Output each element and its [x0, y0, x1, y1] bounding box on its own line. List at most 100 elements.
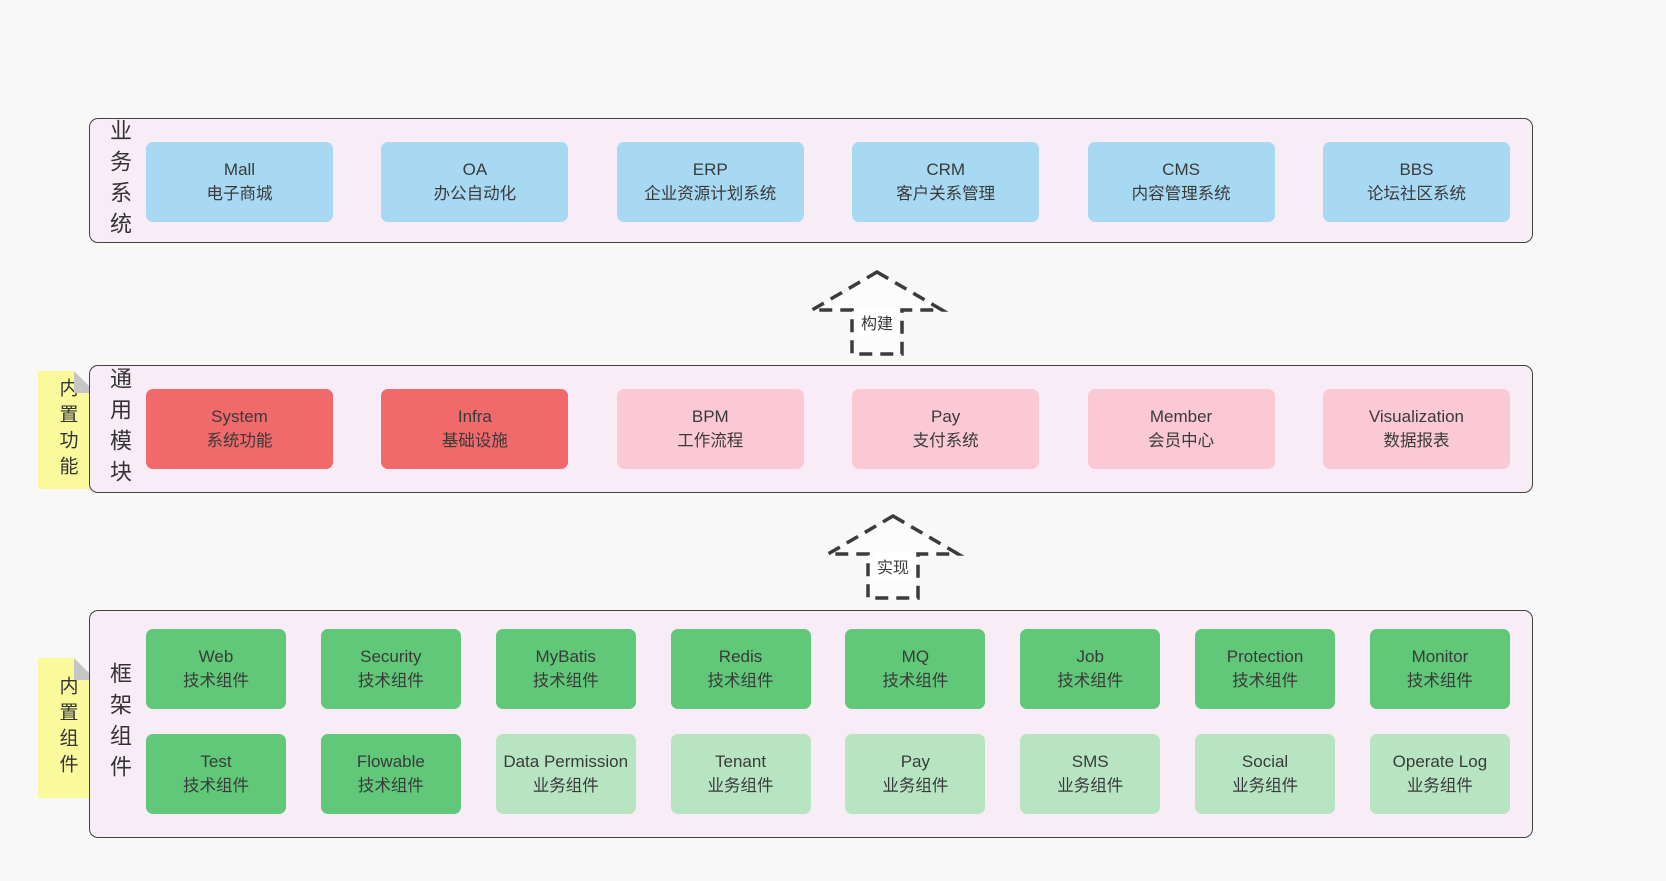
box-title: MQ — [901, 647, 930, 666]
box-infra: Infra 基础设施 — [381, 389, 569, 469]
box-web: Web 技术组件 — [146, 629, 286, 709]
box-protection: Protection 技术组件 — [1195, 629, 1336, 709]
box-title: Pay — [900, 752, 931, 771]
box-title: Member — [1149, 407, 1213, 426]
box-pay-business: Pay 业务组件 — [845, 734, 986, 814]
box-subtitle: 电子商城 — [206, 185, 273, 203]
layer-label-modules: 通用模块 — [107, 367, 132, 491]
box-title: Security — [360, 647, 422, 666]
box-subtitle: 论坛社区系统 — [1366, 185, 1466, 203]
box-title: Operate Log — [1392, 752, 1488, 771]
box-title: Monitor — [1411, 647, 1469, 666]
box-subtitle: 数据报表 — [1383, 432, 1450, 450]
box-tenant: Tenant 业务组件 — [670, 734, 811, 814]
box-title: CRM — [926, 160, 966, 179]
box-subtitle: 业务组件 — [532, 777, 599, 795]
box-subtitle: 技术组件 — [183, 777, 249, 795]
box-subtitle: 支付系统 — [912, 432, 979, 450]
box-bbs: BBS 论坛社区系统 — [1322, 142, 1510, 222]
box-title: Test — [200, 752, 232, 771]
box-subtitle: 工作流程 — [677, 432, 744, 450]
box-title: Job — [1076, 647, 1104, 666]
box-subtitle: 基础设施 — [441, 432, 508, 450]
box-title: BBS — [1399, 160, 1434, 179]
box-title: CMS — [1162, 160, 1200, 179]
box-sms: SMS 业务组件 — [1020, 734, 1161, 814]
box-title: BPM — [691, 407, 729, 426]
box-subtitle: 会员中心 — [1148, 432, 1215, 450]
implement-arrow-label: 实现 — [873, 553, 913, 579]
box-social: Social 业务组件 — [1195, 734, 1336, 814]
sticky-label: 内置功能 — [56, 378, 78, 482]
box-title: Pay — [931, 407, 961, 426]
box-title: Visualization — [1368, 407, 1465, 426]
box-redis: Redis 技术组件 — [670, 629, 811, 709]
box-security: Security 技术组件 — [320, 629, 461, 709]
box-title: SMS — [1071, 752, 1109, 771]
box-subtitle: 业务组件 — [707, 777, 774, 795]
box-title: ERP — [692, 160, 728, 179]
box-cms: CMS 内容管理系统 — [1087, 142, 1275, 222]
box-subtitle: 技术组件 — [357, 672, 424, 690]
box-member: Member 会员中心 — [1087, 389, 1275, 469]
components-box-row-1: Web 技术组件 Security 技术组件 MyBatis 技术组件 Redi… — [146, 629, 1510, 709]
box-crm: CRM 客户关系管理 — [852, 142, 1040, 222]
business-box-row: Mall 电子商城 OA 办公自动化 ERP 企业资源计划系统 CRM 客户关系… — [146, 142, 1510, 222]
framework-components-panel: 框架组件 Web 技术组件 Security 技术组件 MyBatis 技术组件… — [89, 610, 1533, 838]
box-operate-log: Operate Log 业务组件 — [1369, 734, 1510, 814]
box-subtitle: 内容管理系统 — [1131, 185, 1231, 203]
box-subtitle: 业务组件 — [1406, 777, 1473, 795]
box-subtitle: 业务组件 — [1232, 777, 1299, 795]
box-title: Protection — [1226, 647, 1304, 666]
box-title: Social — [1241, 752, 1289, 771]
box-monitor: Monitor 技术组件 — [1369, 629, 1510, 709]
box-subtitle: 技术组件 — [882, 672, 949, 690]
box-subtitle: 业务组件 — [1057, 777, 1124, 795]
box-title: Data Permission — [503, 752, 629, 771]
box-mq: MQ 技术组件 — [845, 629, 986, 709]
sticky-label: 内置组件 — [56, 676, 78, 780]
box-mybatis: MyBatis 技术组件 — [495, 629, 636, 709]
box-subtitle: 技术组件 — [1232, 672, 1299, 690]
box-title: Redis — [718, 647, 763, 666]
box-subtitle: 技术组件 — [183, 672, 249, 690]
box-subtitle: 办公自动化 — [433, 185, 517, 203]
box-title: Web — [198, 647, 234, 666]
layer-label-business: 业务系统 — [107, 118, 132, 243]
box-pay: Pay 支付系统 — [852, 389, 1040, 469]
box-title: System — [211, 407, 268, 426]
box-subtitle: 企业资源计划系统 — [644, 185, 777, 203]
modules-box-row: System 系统功能 Infra 基础设施 BPM 工作流程 Pay 支付系统… — [146, 389, 1510, 469]
box-title: Flowable — [356, 752, 425, 771]
components-box-row-2: Test 技术组件 Flowable 技术组件 Data Permission … — [146, 734, 1510, 814]
sticky-note-builtin-components: 内置组件 — [38, 658, 96, 798]
box-subtitle: 技术组件 — [707, 672, 774, 690]
box-title: Tenant — [715, 752, 767, 771]
sticky-note-builtin-features: 内置功能 — [38, 371, 96, 489]
box-flowable: Flowable 技术组件 — [320, 734, 461, 814]
box-data-permission: Data Permission 业务组件 — [495, 734, 636, 814]
box-title: Mall — [223, 160, 256, 179]
box-subtitle: 业务组件 — [882, 777, 949, 795]
common-modules-panel: 通用模块 System 系统功能 Infra 基础设施 BPM 工作流程 Pay… — [89, 365, 1533, 493]
business-systems-panel: 业务系统 Mall 电子商城 OA 办公自动化 ERP 企业资源计划系统 CRM… — [89, 118, 1533, 243]
box-subtitle: 技术组件 — [532, 672, 599, 690]
box-erp: ERP 企业资源计划系统 — [616, 142, 804, 222]
box-visualization: Visualization 数据报表 — [1322, 389, 1510, 469]
implement-arrow: 实现 — [818, 512, 968, 604]
box-title: Infra — [457, 407, 492, 426]
build-arrow-label: 构建 — [857, 309, 897, 335]
box-mall: Mall 电子商城 — [146, 142, 333, 222]
layer-label-components: 框架组件 — [107, 662, 132, 786]
box-oa: OA 办公自动化 — [381, 142, 569, 222]
box-bpm: BPM 工作流程 — [616, 389, 804, 469]
box-subtitle: 客户关系管理 — [896, 185, 996, 203]
box-title: MyBatis — [535, 647, 596, 666]
build-arrow: 构建 — [802, 268, 952, 360]
box-subtitle: 技术组件 — [1406, 672, 1473, 690]
box-subtitle: 技术组件 — [1057, 672, 1124, 690]
box-title: OA — [462, 160, 488, 179]
box-job: Job 技术组件 — [1020, 629, 1161, 709]
box-test: Test 技术组件 — [146, 734, 286, 814]
box-subtitle: 技术组件 — [357, 777, 424, 795]
